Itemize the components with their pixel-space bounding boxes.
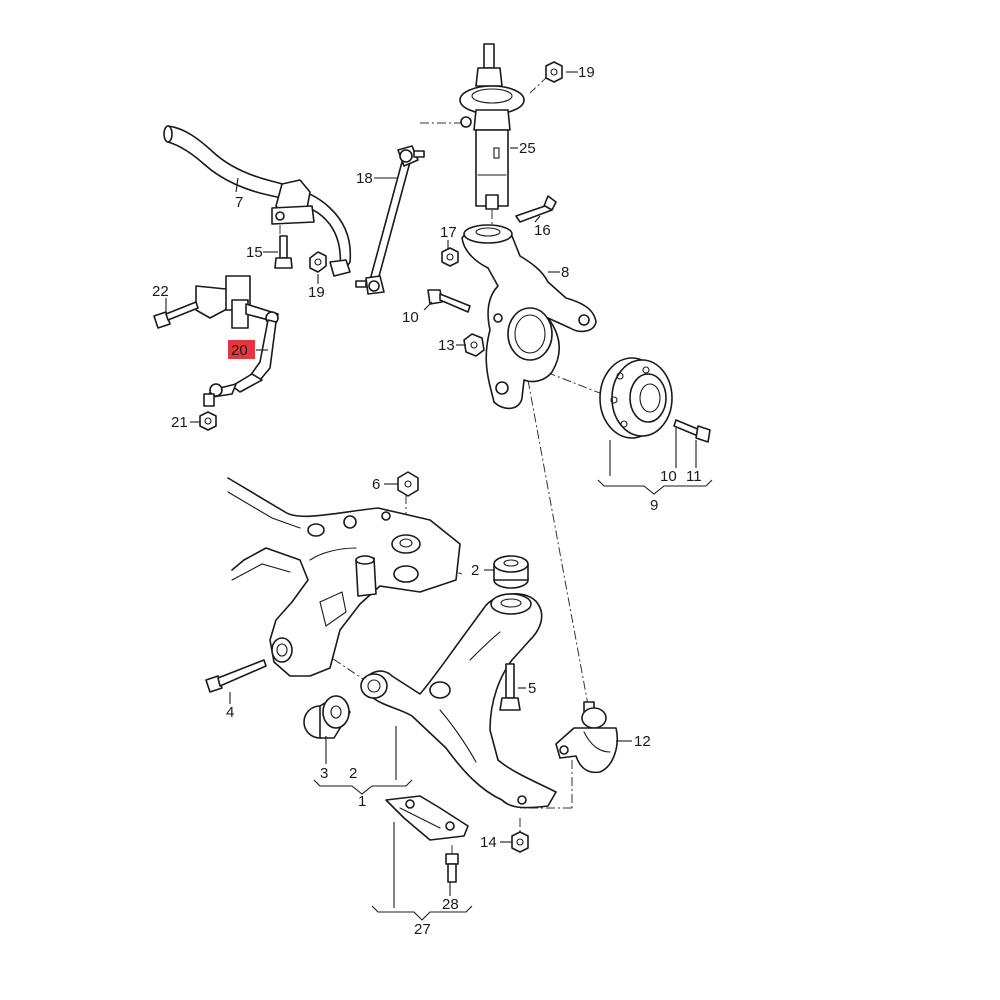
plate-27 [385, 795, 469, 841]
bolt-16 [515, 195, 557, 223]
coupling-rod-18 [355, 145, 425, 295]
label-14: 14 [480, 834, 497, 851]
bolt-10-upper [427, 289, 471, 313]
part-labels: 19 25 18 7 16 17 15 8 19 22 10 13 20 21 … [152, 64, 702, 938]
nut-17 [441, 247, 459, 267]
label-19-lower: 19 [308, 284, 325, 301]
label-1: 1 [358, 793, 366, 810]
nut-6 [397, 471, 419, 497]
label-21: 21 [171, 414, 188, 431]
wheel-bearing-housing-8 [461, 224, 597, 410]
label-2-rear: 2 [471, 562, 479, 579]
label-6: 6 [372, 476, 380, 493]
control-arm-1 [360, 593, 557, 809]
label-4: 4 [226, 704, 234, 721]
nut-21 [199, 411, 217, 431]
label-20: 20 [231, 342, 248, 359]
label-13: 13 [438, 337, 455, 354]
bolt-4 [205, 659, 267, 693]
bush-3-front [303, 695, 351, 739]
nut-19-upper [545, 61, 563, 83]
shock-absorber-25 [459, 43, 525, 210]
label-25: 25 [519, 140, 536, 157]
label-11: 11 [686, 468, 702, 485]
label-15: 15 [246, 244, 263, 261]
ball-joint-12 [555, 701, 618, 774]
bolt-5 [499, 663, 521, 711]
label-17: 17 [440, 224, 457, 241]
subframe [227, 477, 461, 677]
label-5: 5 [528, 680, 536, 697]
label-22: 22 [152, 283, 169, 300]
label-18: 18 [356, 170, 373, 187]
label-2-front: 2 [349, 765, 357, 782]
label-9: 9 [650, 497, 658, 514]
highlight-box-20 [228, 340, 255, 359]
bolt-11 [673, 419, 711, 443]
stabilizer-bar [163, 125, 352, 277]
label-10-upper: 10 [402, 309, 419, 326]
label-16: 16 [534, 222, 551, 239]
label-10-lower: 10 [660, 468, 677, 485]
label-19-upper: 19 [578, 64, 595, 81]
label-27: 27 [414, 921, 431, 938]
bolt-15 [274, 235, 293, 269]
label-28: 28 [442, 896, 459, 913]
nut-14 [511, 831, 529, 853]
wheel-hub-9 [599, 357, 673, 439]
nut-19-lower [309, 251, 327, 273]
label-leaders [165, 71, 713, 921]
clip-28 [445, 853, 459, 883]
label-12: 12 [634, 733, 651, 750]
bolt-22 [153, 301, 199, 329]
label-7: 7 [235, 194, 243, 211]
nut-13 [463, 333, 485, 357]
bush-2-rear [493, 555, 529, 589]
label-3: 3 [320, 765, 328, 782]
label-8: 8 [561, 264, 569, 281]
